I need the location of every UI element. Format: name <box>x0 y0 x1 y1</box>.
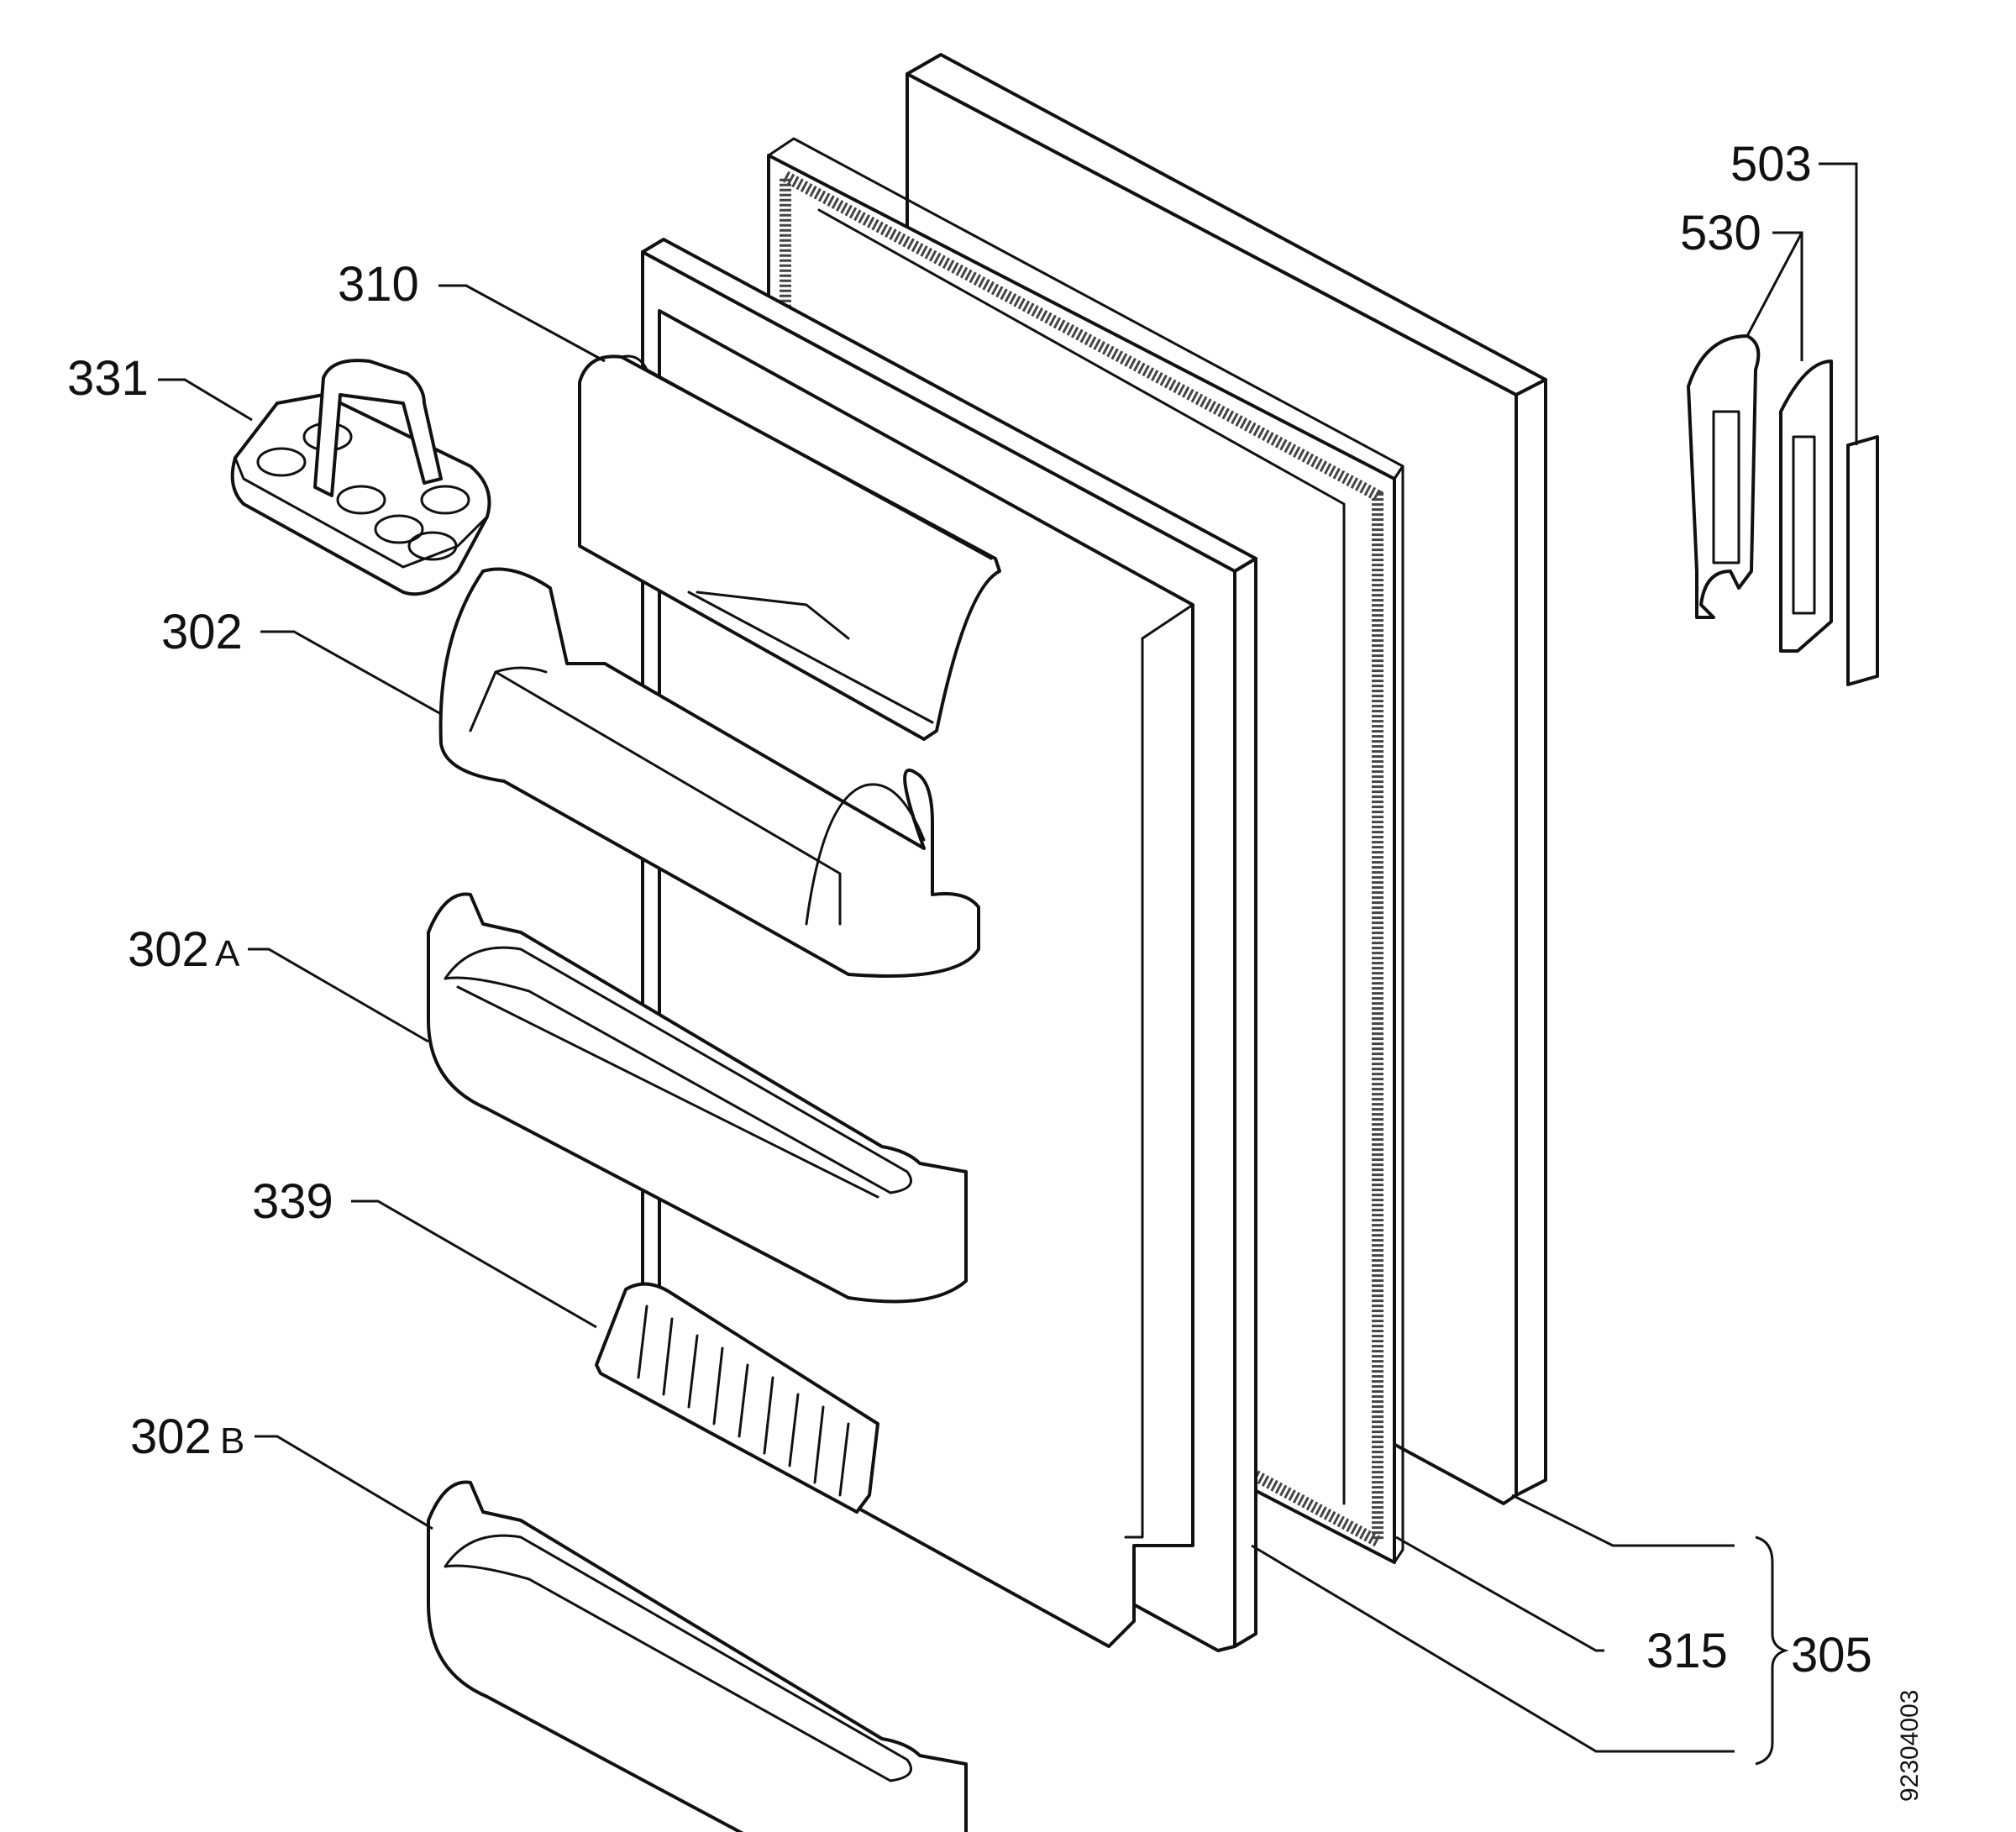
label-302: 302 <box>161 605 243 659</box>
part-339-bottle-divider <box>595 1282 879 1514</box>
label-331: 331 <box>67 351 149 406</box>
label-302a-suffix: A <box>215 933 240 974</box>
label-503: 503 <box>1730 137 1812 192</box>
labels: 310 331 302 302 A 339 302 B 503 530 315 … <box>67 137 1924 1802</box>
part-530-hinge-set <box>1687 334 1833 653</box>
document-code: 92304003 <box>1896 1690 1924 1802</box>
part-331-egg-tray <box>230 359 491 596</box>
label-302b-number: 302 <box>130 1409 212 1464</box>
label-339: 339 <box>252 1174 333 1229</box>
label-315: 315 <box>1646 1624 1728 1678</box>
part-302b-door-shelf <box>427 1480 968 1832</box>
part-302-door-shelf <box>438 567 980 978</box>
label-302b-suffix: B <box>220 1420 244 1462</box>
part-310-flap-cover <box>578 354 1001 741</box>
part-503-cover-strip <box>1846 435 1879 686</box>
label-530: 530 <box>1680 206 1761 260</box>
part-302a-door-shelf <box>427 892 968 1304</box>
leader-lines <box>158 162 1858 1766</box>
label-302a-number: 302 <box>128 922 209 977</box>
label-310: 310 <box>338 257 419 312</box>
label-305: 305 <box>1791 1628 1872 1682</box>
